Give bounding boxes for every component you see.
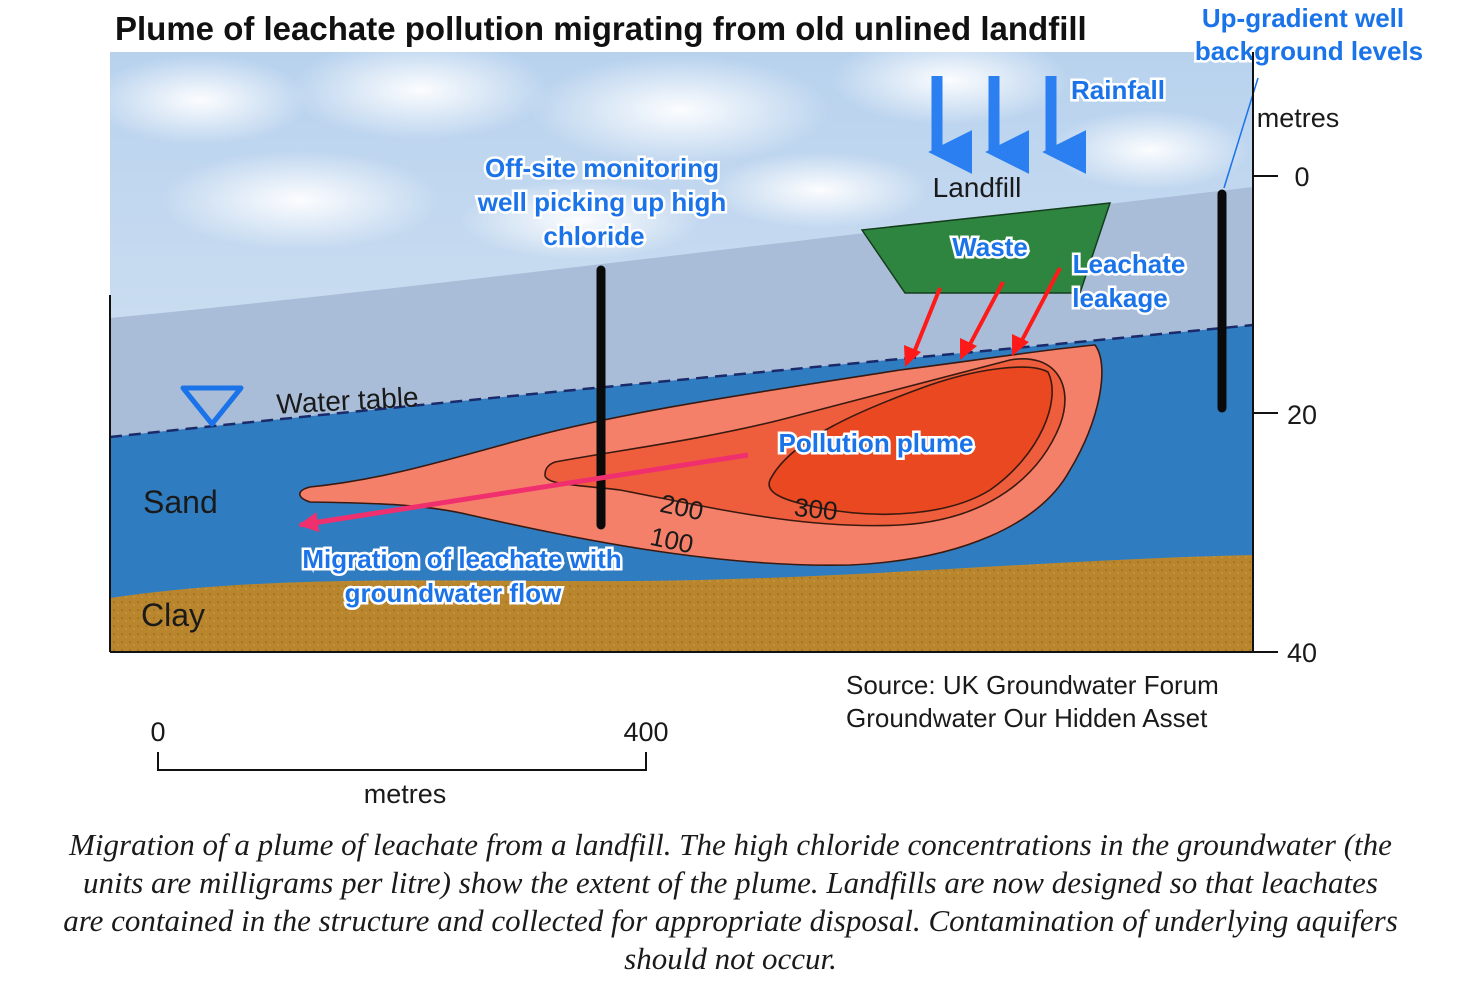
pollution-plume-label: Pollution plume bbox=[779, 428, 974, 458]
plume-300-zone bbox=[768, 366, 1053, 516]
upgradient-label-line2: background levels bbox=[1195, 36, 1423, 66]
source-line1: Source: UK Groundwater Forum bbox=[846, 670, 1219, 700]
scale-bar-end: 400 bbox=[623, 717, 668, 747]
leakage-arrows bbox=[904, 267, 1062, 367]
depth-tick-0: 0 bbox=[1294, 162, 1309, 192]
landfill-label: Landfill bbox=[933, 172, 1022, 203]
depth-axis-unit: metres bbox=[1257, 103, 1340, 133]
water-table-symbol-icon bbox=[180, 385, 244, 427]
scale-bar: 0 400 metres bbox=[150, 717, 668, 809]
rain-arrows bbox=[928, 76, 1087, 174]
waste-label: Waste bbox=[952, 232, 1028, 262]
waste-cell bbox=[860, 202, 1112, 294]
sand-label: Sand bbox=[143, 484, 218, 520]
migration-arrow bbox=[298, 452, 749, 533]
migration-label-line1: Migration of leachate with bbox=[302, 544, 621, 574]
offsite-label-line3: chloride bbox=[543, 221, 644, 251]
depth-axis: metres 0 20 40 bbox=[1252, 52, 1340, 668]
leachate-label-line2: leakage bbox=[1072, 283, 1167, 313]
leachate-label-line1: Leachate bbox=[1073, 249, 1186, 279]
clay-label: Clay bbox=[141, 597, 205, 633]
scale-bar-start: 0 bbox=[150, 717, 165, 747]
depth-tick-20: 20 bbox=[1287, 400, 1317, 430]
cloud-texture bbox=[110, 52, 1250, 260]
figure-caption: Migration of a plume of leachate from a … bbox=[63, 827, 1398, 976]
migration-label-line2: groundwater flow bbox=[345, 578, 562, 608]
water-table-line bbox=[110, 323, 1253, 439]
upgradient-label-line1: Up-gradient well bbox=[1202, 3, 1404, 33]
offsite-label-line1: Off-site monitoring bbox=[485, 153, 719, 183]
cross-section bbox=[110, 52, 1253, 652]
water-table-label: Water table bbox=[276, 381, 420, 419]
contour-label-300: 300 bbox=[793, 492, 839, 526]
rainfall-label: Rainfall bbox=[1071, 75, 1165, 105]
depth-tick-40: 40 bbox=[1287, 638, 1317, 668]
offsite-label-line2: well picking up high bbox=[477, 187, 726, 217]
diagram-title: Plume of leachate pollution migrating fr… bbox=[115, 10, 1087, 47]
scale-bar-unit: metres bbox=[364, 779, 447, 809]
source-line2: Groundwater Our Hidden Asset bbox=[846, 703, 1208, 733]
clay-layer bbox=[110, 555, 1253, 652]
